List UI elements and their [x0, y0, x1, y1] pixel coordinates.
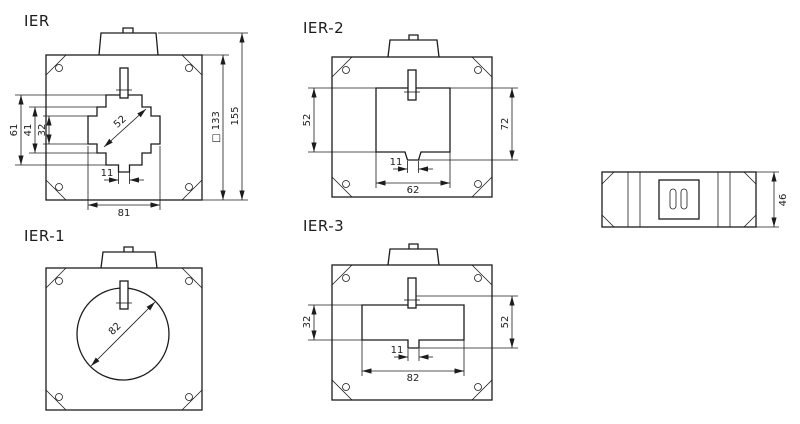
- ier-front-view: IER 61 41 32 52 11 81 □ 133 155: [9, 12, 248, 219]
- terminal-bar: [407, 277, 417, 309]
- view-title: IER-3: [303, 217, 344, 235]
- extension-lines: [756, 171, 779, 228]
- dim-label-133: □ 133: [211, 111, 222, 143]
- terminal-block: [658, 179, 700, 220]
- terminal-pin: [669, 188, 677, 210]
- corner-hole: [342, 274, 350, 282]
- dim-label-41: 41: [23, 124, 34, 137]
- side-section-lines: [627, 172, 731, 227]
- corner-chamfers: [45, 267, 203, 411]
- dim-label-11: 11: [390, 157, 403, 168]
- mounting-tab: [100, 251, 158, 269]
- dim-label-62: 62: [407, 185, 420, 196]
- corner-hole: [474, 180, 482, 188]
- dim-label-82: 82: [407, 373, 420, 384]
- corner-hole: [474, 274, 482, 282]
- dim-label-81: 81: [118, 208, 131, 219]
- dim-label-32: 32: [37, 124, 48, 137]
- corner-hole: [342, 383, 350, 391]
- corner-chamfers: [45, 54, 203, 201]
- ier1-front-view: IER-1 82: [24, 227, 203, 411]
- corner-hole: [185, 393, 193, 401]
- dim-label-52: 52: [302, 114, 313, 127]
- corner-hole: [185, 183, 193, 191]
- side-view: 46: [601, 171, 789, 228]
- corner-hole: [474, 383, 482, 391]
- corner-chamfers: [331, 56, 493, 198]
- corner-hole: [55, 277, 63, 285]
- corner-hole: [342, 66, 350, 74]
- dim-label-46: 46: [778, 194, 789, 207]
- dim-line-82-diameter: [90, 301, 156, 367]
- tab-screw: [408, 34, 419, 40]
- dim-label-11: 11: [391, 345, 404, 356]
- terminal-pin: [680, 188, 688, 210]
- tab-screw: [408, 243, 419, 249]
- view-title: IER: [24, 12, 50, 30]
- ier3-front-view: IER-3 32 52 11 82: [302, 217, 518, 401]
- dim-label-61: 61: [9, 124, 20, 137]
- ier2-front-view: IER-2 52 72 11 62: [302, 19, 518, 198]
- corner-hole: [55, 393, 63, 401]
- corner-hole: [342, 180, 350, 188]
- corner-hole: [185, 64, 193, 72]
- mounting-tab: [387, 39, 440, 58]
- dim-label-32: 32: [302, 316, 313, 329]
- dim-line-52-diagonal: [103, 108, 147, 148]
- corner-hole: [55, 183, 63, 191]
- view-title: IER-1: [24, 227, 65, 245]
- view-title: IER-2: [303, 19, 344, 37]
- dim-label-72: 72: [500, 118, 511, 131]
- terminal-bar: [407, 69, 417, 101]
- dim-label-11: 11: [101, 168, 114, 179]
- terminal-bar: [119, 67, 129, 99]
- mounting-tab: [98, 32, 159, 56]
- dim-label-52: 52: [500, 316, 511, 329]
- tab-screw: [122, 27, 134, 33]
- dim-label-155: 155: [230, 106, 241, 125]
- corner-hole: [55, 64, 63, 72]
- side-corner-chamfers: [601, 171, 757, 228]
- tab-screw: [123, 246, 134, 252]
- corner-chamfers: [331, 264, 493, 401]
- mounting-tab: [387, 248, 440, 266]
- corner-hole: [185, 277, 193, 285]
- corner-hole: [474, 66, 482, 74]
- terminal-bar: [119, 280, 129, 310]
